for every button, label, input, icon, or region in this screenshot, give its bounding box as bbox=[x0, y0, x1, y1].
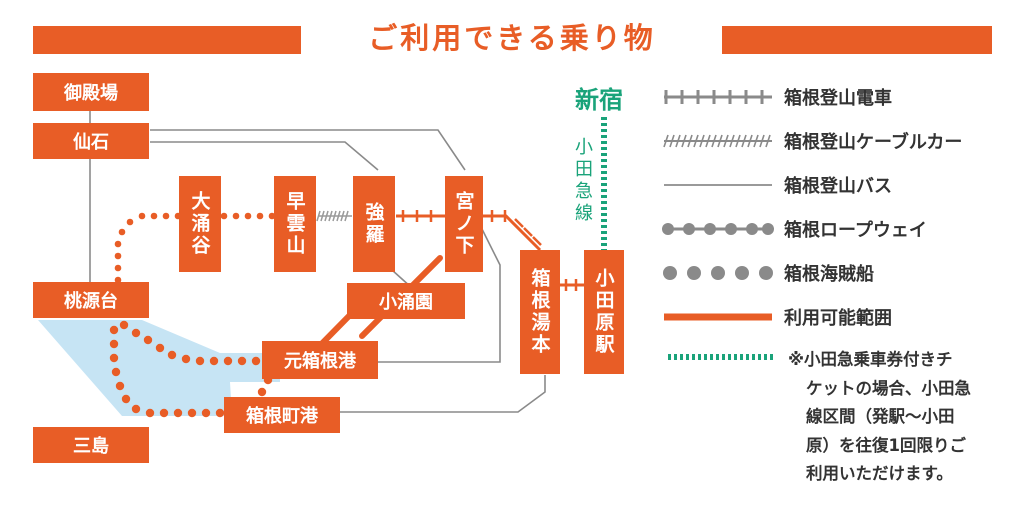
note-line: ※小田急乗車券付きチ bbox=[788, 350, 953, 369]
station-owakudani[interactable]: 大涌谷 bbox=[179, 176, 221, 272]
note-line: ケットの場合、小田急 bbox=[806, 378, 971, 398]
station-kowakien[interactable]: 小涌園 bbox=[347, 283, 465, 319]
odakyu-legend-icon bbox=[668, 354, 776, 360]
legend-item-cable-car: 箱根登山ケーブルカー bbox=[660, 126, 1020, 156]
odakyu-ticket-note: ※小田急乗車券付きチ ケットの場合、小田急 線区間（発駅〜小田 原）を往復1回限… bbox=[788, 346, 1020, 489]
note-line: 利用いただけます。 bbox=[806, 464, 953, 483]
cable-car-icon bbox=[663, 134, 772, 148]
railway-icon bbox=[664, 90, 772, 104]
tozan-railway bbox=[396, 210, 585, 291]
legend-item-ropeway: 箱根ロープウェイ bbox=[660, 214, 1020, 244]
station-yumoto[interactable]: 箱根湯本 bbox=[520, 250, 560, 374]
legend-label: 箱根ロープウェイ bbox=[784, 220, 927, 241]
legend-label: 利用可能範囲 bbox=[784, 308, 892, 329]
pirate-ship-icon bbox=[663, 266, 773, 280]
note-line: 原）を往復1回限りご bbox=[806, 435, 966, 455]
legend-item-railway: 箱根登山電車 bbox=[660, 82, 1020, 112]
legend-label: 箱根登山バス bbox=[784, 176, 892, 197]
legend-item-bus: 箱根登山バス bbox=[660, 170, 1020, 200]
legend-item-pirate-ship: 箱根海賊船 bbox=[660, 258, 1020, 288]
legend-label: 箱根登山電車 bbox=[784, 88, 892, 109]
station-sounzan[interactable]: 早雲山 bbox=[274, 176, 316, 272]
station-shinjuku[interactable]: 新宿 bbox=[575, 86, 623, 114]
ropeway-line bbox=[114, 212, 276, 284]
legend-label: 箱根海賊船 bbox=[784, 264, 874, 285]
legend-label: 箱根登山ケーブルカー bbox=[784, 132, 963, 153]
station-miyanoshita[interactable]: 宮ノ下 bbox=[445, 176, 483, 272]
station-gotemba[interactable]: 御殿場 bbox=[33, 73, 149, 111]
legend-item-usable-area: 利用可能範囲 bbox=[660, 302, 1020, 332]
station-sengoku[interactable]: 仙石 bbox=[33, 123, 149, 159]
title-bar-right bbox=[722, 26, 992, 54]
cable-car-line bbox=[316, 210, 352, 222]
title-bar-left bbox=[33, 26, 301, 54]
lake-ashi bbox=[38, 320, 280, 416]
station-gora[interactable]: 強羅 bbox=[353, 176, 395, 272]
station-motohakone[interactable]: 元箱根港 bbox=[262, 341, 378, 379]
page-title: ご利用できる乗り物 bbox=[368, 21, 656, 55]
ropeway-icon bbox=[662, 223, 774, 235]
station-odawara[interactable]: 小田原駅 bbox=[584, 250, 624, 374]
station-mishima[interactable]: 三島 bbox=[33, 427, 149, 463]
station-hakonemachi[interactable]: 箱根町港 bbox=[224, 397, 340, 433]
note-line: 線区間（発駅〜小田 bbox=[806, 407, 955, 426]
odakyu-line-label: 小田急線 bbox=[572, 137, 593, 225]
bus-icon bbox=[664, 184, 772, 186]
pirate-ship-route bbox=[109, 320, 273, 418]
usable-area-icon bbox=[664, 313, 772, 321]
station-togendai[interactable]: 桃源台 bbox=[33, 282, 149, 318]
